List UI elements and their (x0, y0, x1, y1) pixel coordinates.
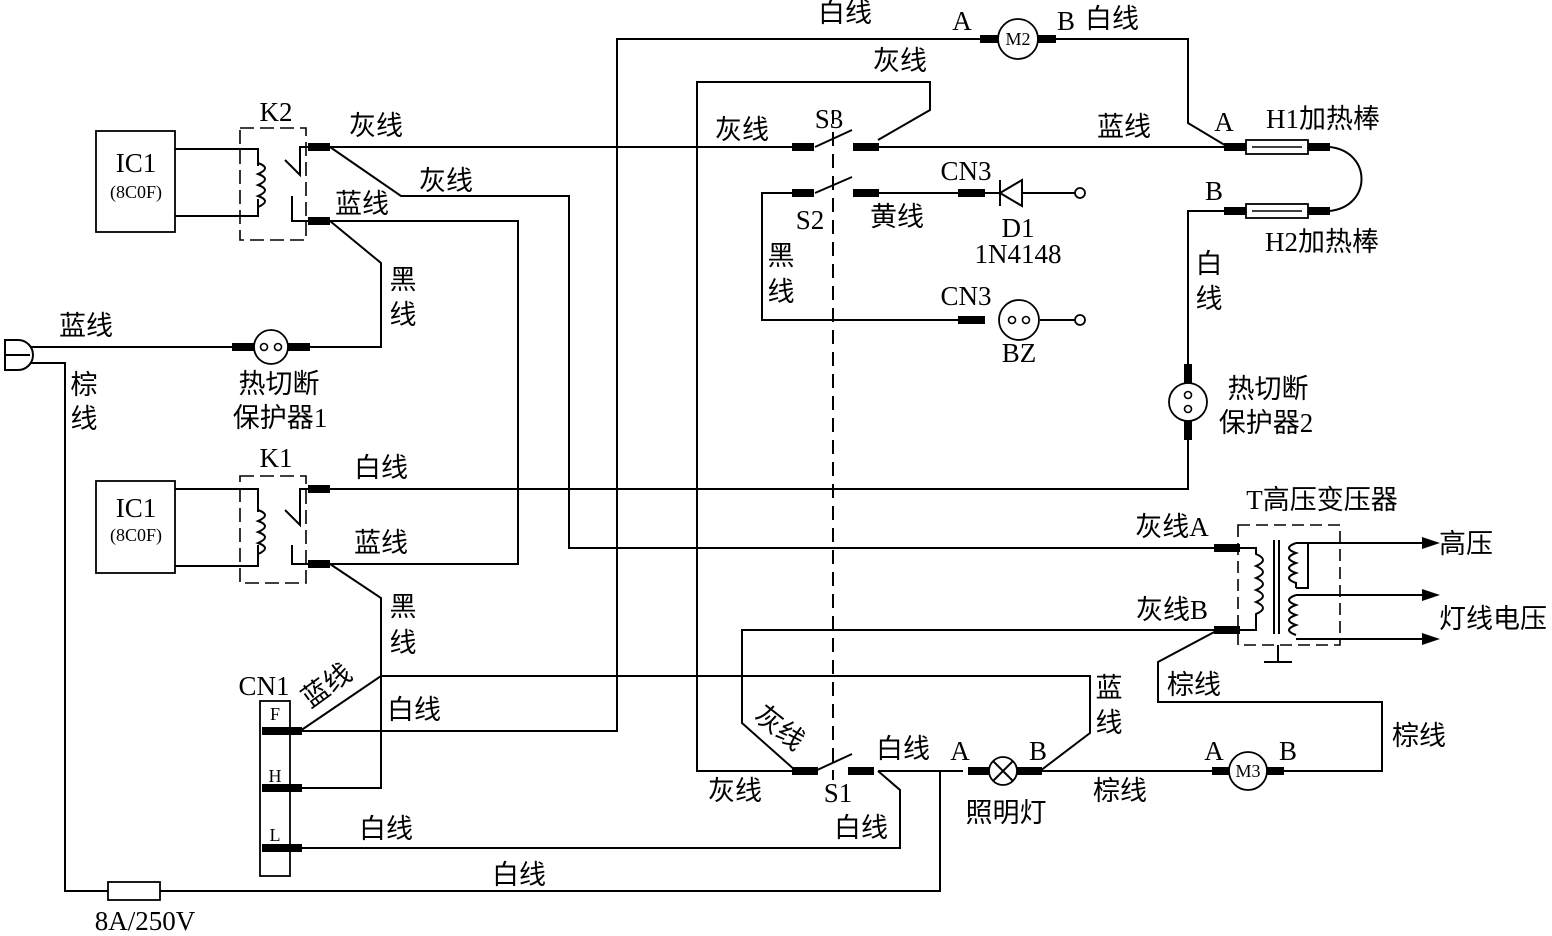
relay-k2: K2 (239, 97, 316, 241)
label-cn1-blue: 蓝线 (296, 658, 357, 714)
output-high-voltage: 高压 (1439, 529, 1493, 559)
cn3-bottom-label: CN3 (940, 281, 991, 311)
label-lamp-brown: 棕线 (1093, 776, 1147, 806)
label-k1-black-1: 黑 (390, 592, 417, 622)
label-s2-black-1: 黑 (768, 241, 795, 271)
cn3-top-label: CN3 (940, 156, 991, 186)
label-s2-black-2: 线 (768, 277, 795, 307)
switch-s3: S3 (792, 104, 879, 151)
s2-label: S2 (796, 205, 825, 235)
label-k2-black-2: 线 (390, 300, 417, 330)
thermal-2-label-2: 保护器2 (1219, 408, 1314, 438)
label-s3-gray-left: 灰线 (715, 115, 769, 145)
label-m2-b-white: 白线 (1085, 4, 1139, 34)
relay-k1: K1 (239, 443, 316, 584)
diode-d1: CN3 D1 1N4148 (940, 156, 1086, 269)
thermal-1-label-2: 保护器1 (233, 403, 328, 433)
m2-terminal-a: A (952, 6, 972, 36)
output-filament-voltage: 灯线电压 (1439, 604, 1547, 634)
switch-s1: S1 (792, 767, 874, 808)
h2-terminal-b: B (1205, 176, 1223, 206)
m2-terminal-b: B (1057, 6, 1075, 36)
s3-label: S3 (815, 104, 844, 134)
label-h2-white-1: 白 (1196, 249, 1223, 279)
lamp: A B 照明灯 (950, 736, 1047, 828)
cn1-pin-l: L (270, 825, 281, 845)
ic1-bottom-label: IC1 (116, 493, 157, 523)
label-k1-blue: 蓝线 (354, 528, 408, 558)
label-s3-gray-top: 灰线 (873, 46, 927, 76)
k1-label: K1 (260, 443, 293, 473)
label-k1-black-2: 线 (390, 628, 417, 658)
label-lamp-blue-1: 蓝 (1096, 673, 1123, 703)
fuse-label: 8A/250V (95, 906, 196, 936)
wires (30, 38, 1383, 892)
label-s1-gray-left: 灰线 (708, 776, 762, 806)
h1-terminal-a: A (1214, 107, 1234, 137)
bz-label: BZ (1002, 338, 1037, 368)
label-mains-brown-1: 棕 (71, 370, 98, 400)
label-m3-brown: 棕线 (1392, 721, 1446, 751)
label-t-brown: 棕线 (1167, 670, 1221, 700)
label-top-white: 白线 (818, 0, 872, 28)
label-s2-yellow: 黄线 (870, 202, 924, 232)
d1-part: 1N4148 (975, 239, 1062, 269)
ic1-bottom: IC1 (8C0F) (95, 480, 176, 574)
cn1-label: CN1 (238, 671, 289, 701)
ic1-top-part: (8C0F) (110, 182, 162, 203)
label-k2-gray-diag: 灰线 (419, 166, 473, 196)
thermal-protector-1: 热切断 保护器1 (232, 329, 328, 433)
fuse: 8A/250V (95, 881, 196, 936)
label-mains-blue: 蓝线 (59, 311, 113, 341)
m3-terminal-b: B (1279, 736, 1297, 766)
h1-label: H1加热棒 (1266, 104, 1380, 134)
label-cn1-l-white: 白线 (359, 814, 413, 844)
buzzer-bz: CN3 BZ (940, 281, 1086, 368)
label-bottom-white: 白线 (492, 860, 546, 890)
cn1-pin-f: F (270, 704, 280, 724)
label-k2-blue: 蓝线 (335, 189, 389, 219)
s1-label: S1 (824, 778, 853, 808)
thermal-2-label-1: 热切断 (1228, 374, 1309, 404)
m3-terminal-a: A (1204, 736, 1224, 766)
label-t-gray-a: 灰线A (1135, 512, 1209, 542)
label-mains-brown-2: 线 (71, 404, 98, 434)
m2-label: M2 (1005, 29, 1030, 49)
d1-label: D1 (1002, 213, 1035, 243)
label-k2-gray: 灰线 (349, 111, 403, 141)
ic1-bottom-part: (8C0F) (110, 525, 162, 546)
connector-cn1: F H L CN1 (238, 671, 302, 877)
power-plug (4, 339, 34, 371)
motor-m2: M2 A B (952, 6, 1075, 60)
label-lamp-blue-2: 线 (1096, 708, 1123, 738)
label-s1-gray-diag: 灰线 (749, 699, 810, 756)
m3-label: M3 (1235, 761, 1260, 781)
label-t-gray-b: 灰线B (1136, 595, 1208, 625)
ic1-top-label: IC1 (116, 148, 157, 178)
label-cn1-f-white: 白线 (387, 695, 441, 725)
thermal-1-label-1: 热切断 (239, 369, 320, 399)
lamp-label: 照明灯 (966, 798, 1047, 828)
lamp-terminal-a: A (950, 736, 970, 766)
label-h1-blue: 蓝线 (1097, 112, 1151, 142)
lamp-terminal-b: B (1029, 736, 1047, 766)
heater-h1: A H1加热棒 (1214, 104, 1380, 155)
label-s1-white: 白线 (876, 734, 930, 764)
motor-m3: M3 A B (1204, 736, 1297, 791)
transformer-label: T高压变压器 (1246, 485, 1398, 515)
thermal-protector-2: 热切断 保护器2 (1168, 364, 1314, 440)
h2-label: H2加热棒 (1265, 227, 1379, 257)
transformer-t: T高压变压器 (1214, 485, 1440, 663)
ic1-top: IC1 (8C0F) (95, 130, 176, 233)
label-k1-white: 白线 (354, 453, 408, 483)
k2-label: K2 (260, 97, 293, 127)
switch-s2: S2 (792, 189, 879, 235)
label-h2-white-2: 线 (1196, 284, 1223, 314)
heater-h2: B H2加热棒 (1205, 176, 1379, 257)
cn1-pin-h: H (269, 766, 282, 786)
label-s1-white-below: 白线 (834, 813, 888, 843)
label-k2-black-1: 黑 (390, 265, 417, 295)
